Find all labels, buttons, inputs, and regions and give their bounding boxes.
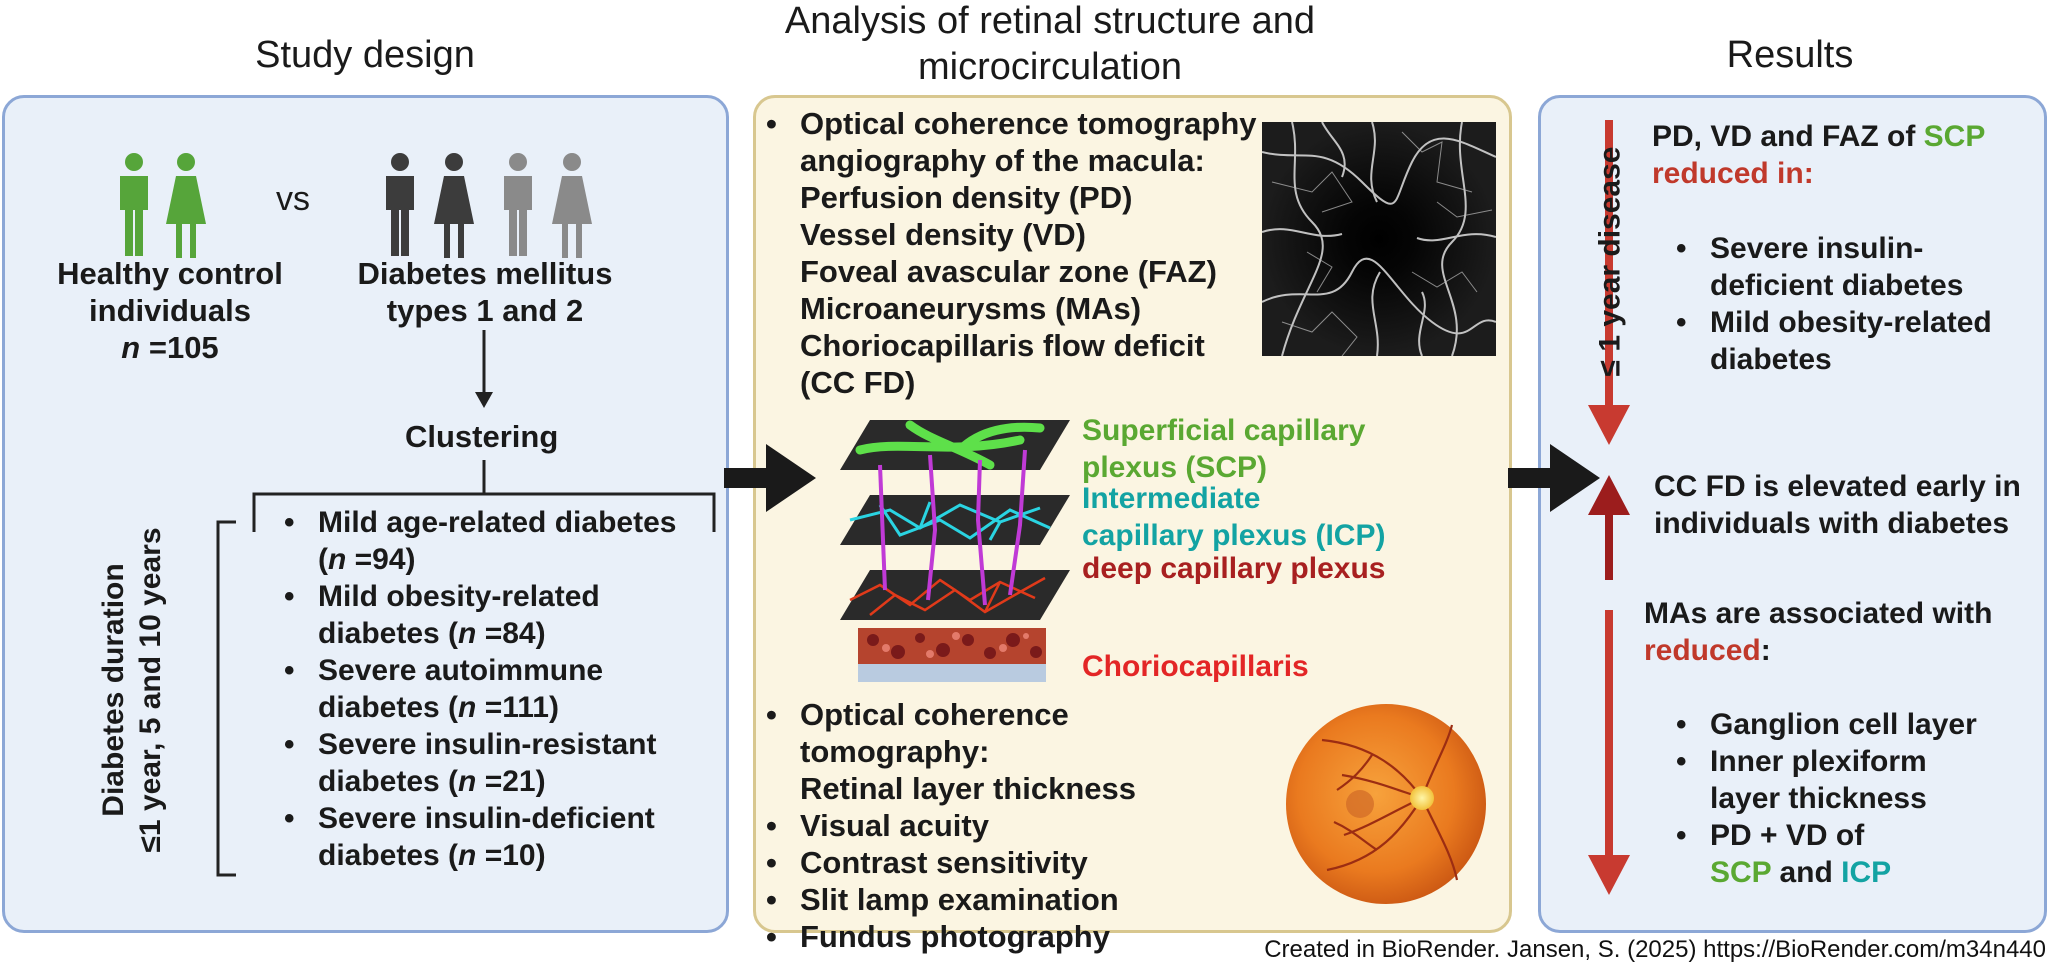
heading-analysis: Analysis of retinal structure and microc… bbox=[700, 0, 1400, 90]
scp-layer bbox=[840, 420, 1070, 470]
arrow-down-top bbox=[1588, 120, 1630, 445]
diabetes-duration-label: Diabetes duration ≤1 year, 5 and 10 year… bbox=[95, 430, 175, 950]
diabetes-line1: Diabetes mellitus bbox=[357, 256, 613, 291]
exam-item: Fundus photography bbox=[762, 918, 1262, 955]
connecting-vessels bbox=[878, 449, 1027, 606]
result-item: PD + VD of SCP and ICP bbox=[1672, 817, 2032, 891]
diabetes-woman-icon bbox=[434, 153, 474, 258]
choriocapillaris-image bbox=[858, 628, 1046, 682]
timeline-label: ≤ 1 year disease bbox=[1593, 146, 1627, 377]
exam-item: Slit lamp examination bbox=[762, 881, 1262, 918]
cluster-item: Severe insulin-resistant diabetes (n =21… bbox=[280, 726, 720, 800]
retinal-plexus-diagram bbox=[840, 420, 1070, 620]
vs-label: vs bbox=[276, 180, 310, 218]
diabetes-mellitus-label: Diabetes mellitus types 1 and 2 bbox=[340, 255, 630, 329]
result-scp-reduced: PD, VD and FAZ of SCP reduced in: bbox=[1652, 120, 1986, 190]
healthy-n: n =105 bbox=[121, 330, 219, 365]
cluster-item: Severe insulin-deficient diabetes (n =10… bbox=[280, 800, 720, 874]
scp-label: Superficial capillary plexus (SCP) bbox=[1082, 414, 1366, 484]
healthy-line2: individuals bbox=[89, 293, 251, 328]
healthy-line1: Healthy control bbox=[57, 256, 283, 291]
heading-results: Results bbox=[1726, 34, 1854, 76]
healthy-man-icon bbox=[120, 153, 148, 256]
result-mas: MAs are associated with reduced: bbox=[1644, 597, 1993, 667]
exam-item: Visual acuity bbox=[762, 807, 1262, 844]
octa-measures-list: Optical coherence tomography angiography… bbox=[762, 105, 1282, 401]
cluster-list: Mild age-related diabetes (n =94) Mild o… bbox=[280, 504, 720, 874]
result-mas-list: Ganglion cell layer Inner plexiform laye… bbox=[1672, 706, 2032, 891]
cluster-item: Severe autoimmune diabetes (n =111) bbox=[280, 652, 720, 726]
icp-layer bbox=[840, 495, 1070, 545]
heading-analysis-line2: microcirculation bbox=[918, 46, 1182, 88]
arrow-down-bottom bbox=[1588, 610, 1630, 895]
healthy-controls-label: Healthy control individuals n =105 bbox=[40, 255, 300, 366]
diabetes-man-icon bbox=[386, 153, 414, 256]
footer-credit: Created in BioRender. Jansen, S. (2025) … bbox=[1264, 936, 2046, 963]
diabetes-man-gray-icon bbox=[504, 153, 532, 256]
dcp-layer bbox=[840, 570, 1070, 620]
heading-study-design: Study design bbox=[255, 34, 475, 76]
choriocapillaris-label: Choriocapillaris bbox=[1082, 650, 1309, 683]
result-item: Severe insulin- deficient diabetes bbox=[1672, 230, 2032, 304]
diabetes-woman-gray-icon bbox=[552, 153, 592, 258]
exam-list: Optical coherence tomography: Retinal la… bbox=[762, 696, 1262, 955]
result-item: Mild obesity-related diabetes bbox=[1672, 304, 2032, 378]
results-arrows bbox=[1588, 120, 1630, 895]
result-item: Ganglion cell layer bbox=[1672, 706, 2032, 743]
people-icons bbox=[120, 153, 592, 258]
clustering-label: Clustering bbox=[405, 419, 559, 454]
cluster-item: Mild age-related diabetes (n =94) bbox=[280, 504, 720, 578]
diabetes-line2: types 1 and 2 bbox=[386, 293, 584, 328]
octa-item: Optical coherence tomography angiography… bbox=[762, 105, 1282, 401]
icp-label: Intermediate capillary plexus (ICP) bbox=[1082, 482, 1386, 552]
duration-line1: Diabetes duration bbox=[97, 563, 130, 817]
dcp-label: deep capillary plexus bbox=[1082, 552, 1386, 585]
exam-item: Optical coherence tomography: Retinal la… bbox=[762, 696, 1262, 807]
arrow-analysis-to-results bbox=[1508, 444, 1600, 512]
arrow-up-middle bbox=[1588, 475, 1630, 580]
exam-item: Contrast sensitivity bbox=[762, 844, 1262, 881]
octa-angiogram-image bbox=[1262, 122, 1496, 356]
result-cc-fd: CC FD is elevated early in individuals w… bbox=[1654, 470, 2021, 540]
result-scp-list: Severe insulin- deficient diabetes Mild … bbox=[1672, 230, 2032, 378]
fundus-photograph bbox=[1286, 704, 1486, 904]
cluster-item: Mild obesity-related diabetes (n =84) bbox=[280, 578, 720, 652]
arrow-study-to-analysis bbox=[724, 444, 816, 512]
healthy-woman-icon bbox=[166, 153, 206, 258]
duration-line2: ≤1 year, 5 and 10 years bbox=[134, 527, 167, 853]
result-item: Inner plexiform layer thickness bbox=[1672, 743, 2032, 817]
arrow-down-to-clustering bbox=[475, 330, 493, 408]
heading-analysis-line1: Analysis of retinal structure and bbox=[784, 0, 1316, 42]
